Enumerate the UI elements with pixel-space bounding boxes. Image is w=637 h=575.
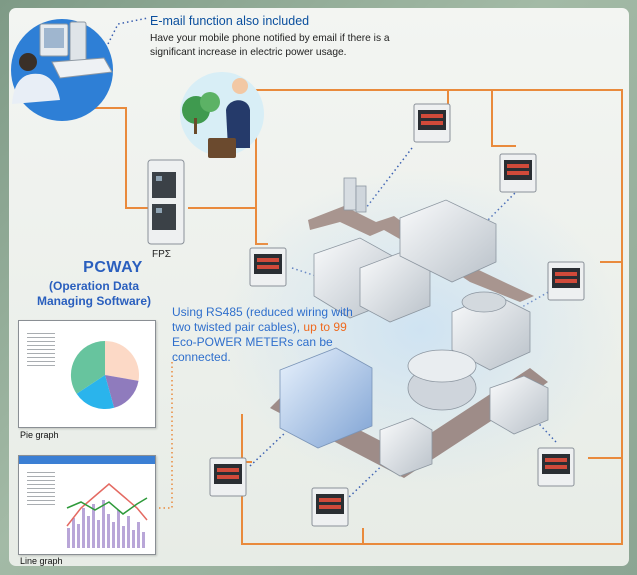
rs485-text: Using RS485 (reduced wiring with two twi… xyxy=(172,305,353,334)
software-name: PCWAY xyxy=(83,259,143,276)
software-subtitle: (Operation Data Managing Software) xyxy=(36,279,151,308)
window-titlebar xyxy=(19,456,155,464)
power-meter xyxy=(547,261,585,301)
power-meter xyxy=(311,487,349,527)
rs485-text-end: Eco-POWER METERs can be connected. xyxy=(172,335,333,364)
rs485-description: Using RS485 (reduced wiring with two twi… xyxy=(172,305,358,365)
power-meter xyxy=(413,103,451,143)
email-link xyxy=(105,17,149,49)
pie-slice xyxy=(105,341,140,381)
power-meter xyxy=(537,447,575,487)
mobile-user-illustration xyxy=(180,72,264,158)
email-feature-description: Have your mobile phone notified by email… xyxy=(150,33,390,58)
line-chart xyxy=(66,483,148,548)
text-lines-placeholder xyxy=(27,333,55,369)
pc-user-illustration xyxy=(11,19,113,121)
pie-graph-screen xyxy=(18,320,156,428)
pie-slice xyxy=(70,340,105,394)
power-meter xyxy=(499,153,537,193)
controller-label: FPΣ xyxy=(152,249,171,260)
email-feature-title: E-mail function also included xyxy=(150,14,310,28)
power-meter xyxy=(249,247,287,287)
power-meter xyxy=(209,457,247,497)
pie-graph-caption: Pie graph xyxy=(20,430,59,440)
fp-sigma-controller xyxy=(147,159,185,245)
pie-slice xyxy=(76,375,115,410)
rs485-highlight: up to 99 xyxy=(303,320,347,334)
factory-illustration xyxy=(220,170,620,490)
line-graph-caption: Line graph xyxy=(20,556,63,566)
pie-slice xyxy=(105,375,139,408)
text-lines-placeholder xyxy=(27,472,55,508)
line-graph-screen xyxy=(18,455,156,555)
pie-chart xyxy=(70,340,140,410)
